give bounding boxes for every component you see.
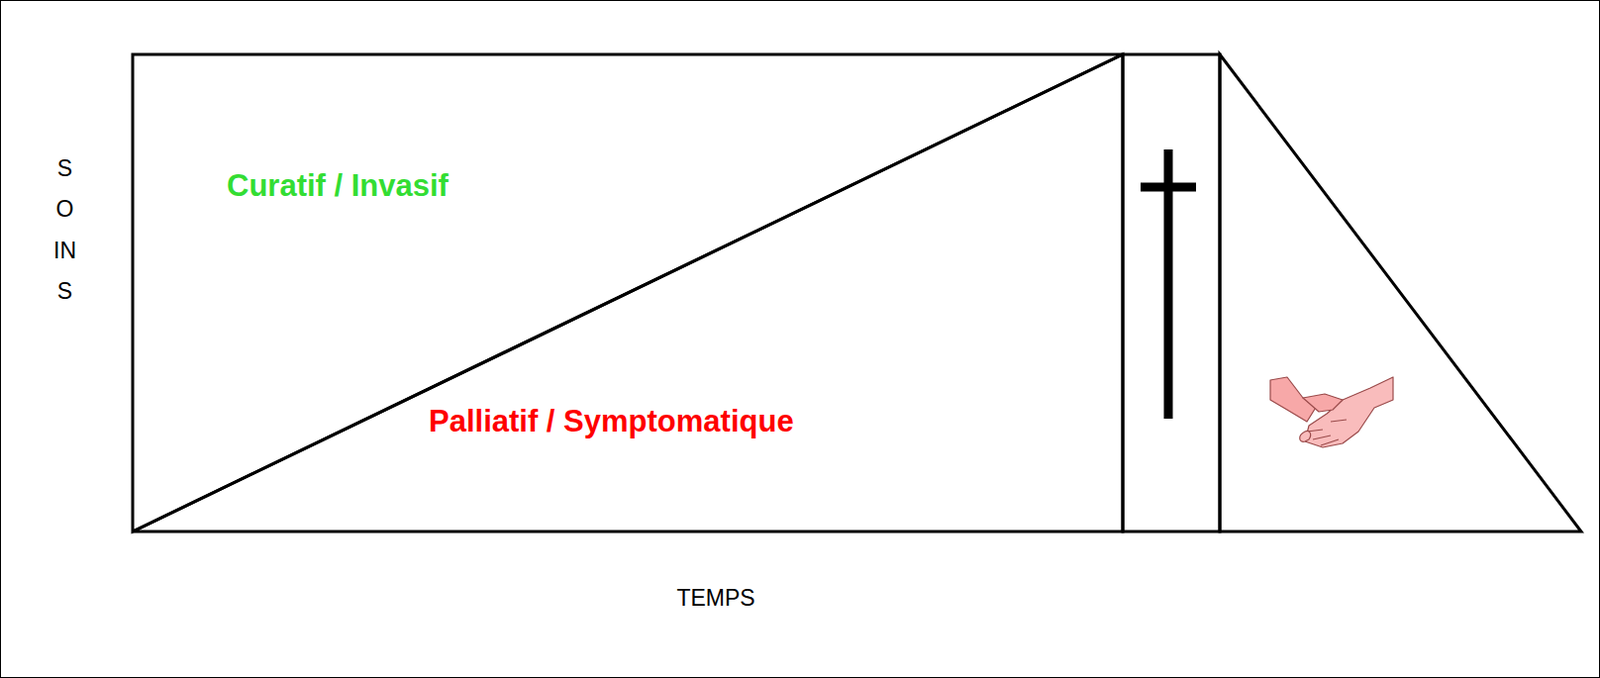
- cross-symbol: [1140, 149, 1197, 419]
- death-band: [1122, 54, 1220, 532]
- region-label: Curatif / Invasif: [226, 167, 449, 204]
- axis-label: TEMPS: [676, 585, 755, 613]
- handshake-icon: [1270, 377, 1394, 448]
- palliative-region: Palliatif / Symptomatique: [132, 54, 1123, 532]
- triangle-outline: [132, 54, 1123, 532]
- axis-label-vertical: SOINS: [53, 148, 77, 313]
- triangle-border: [132, 54, 1123, 532]
- region-label: Palliatif / Symptomatique: [428, 402, 795, 440]
- bereavement-triangle: [1219, 54, 1582, 532]
- triangle-border: [132, 54, 1123, 532]
